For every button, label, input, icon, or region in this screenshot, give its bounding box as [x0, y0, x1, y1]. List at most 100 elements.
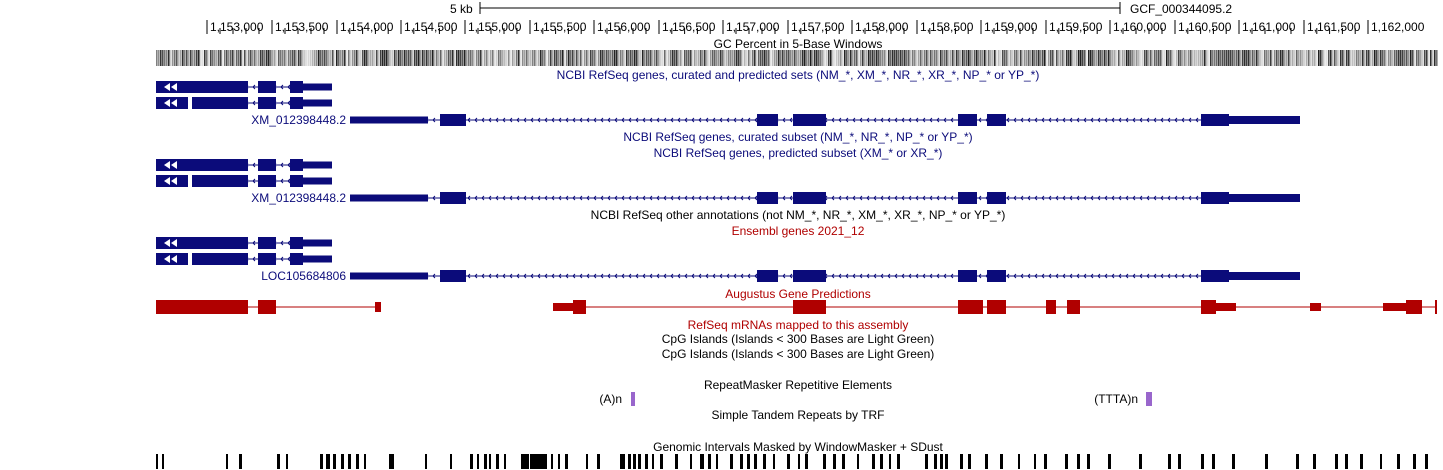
augustus-exon[interactable]	[793, 300, 826, 314]
augustus-exon[interactable]	[958, 300, 983, 314]
cpg-islands-track-title-2[interactable]: CpG Islands (Islands < 300 Bases are Lig…	[661, 347, 935, 361]
refseq-predicted-gene-exon[interactable]	[156, 159, 248, 171]
ensembl-track-title[interactable]: Ensembl genes 2021_12	[731, 224, 865, 238]
ensembl-gene-exon[interactable]	[350, 272, 428, 280]
windowmasker-interval[interactable]	[1232, 454, 1235, 469]
refseq-all-gene-exon[interactable]	[258, 81, 276, 93]
windowmasker-interval[interactable]	[558, 454, 560, 469]
windowmasker-interval[interactable]	[925, 454, 928, 469]
windowmasker-interval[interactable]	[747, 454, 750, 469]
refseq-all-gene-exon[interactable]	[1229, 116, 1300, 124]
refseq-all-gene-exon[interactable]	[290, 81, 303, 93]
windowmasker-interval[interactable]	[1265, 454, 1268, 469]
ensembl-gene-exon[interactable]	[757, 270, 778, 282]
refseq-predicted-gene-exon[interactable]	[958, 192, 977, 204]
windowmasker-interval[interactable]	[889, 454, 891, 469]
ensembl-gene-exon[interactable]	[156, 237, 248, 249]
windowmasker-interval[interactable]	[239, 454, 242, 469]
windowmasker-interval[interactable]	[364, 454, 366, 469]
windowmasker-interval[interactable]	[1397, 454, 1400, 469]
windowmasker-interval[interactable]	[968, 454, 971, 469]
augustus-exon[interactable]	[258, 300, 276, 314]
augustus-exon[interactable]	[1406, 300, 1422, 314]
augustus-exon[interactable]	[1046, 300, 1056, 314]
windowmasker-interval[interactable]	[787, 454, 790, 469]
windowmasker-interval[interactable]	[934, 454, 937, 469]
windowmasker-interval[interactable]	[356, 454, 359, 469]
refseq-all-gene-exon[interactable]	[156, 81, 248, 93]
augustus-track-title[interactable]: Augustus Gene Predictions	[725, 287, 871, 301]
windowmasker-interval[interactable]	[1345, 454, 1348, 469]
refseq-predicted-gene-exon[interactable]	[350, 194, 428, 202]
windowmasker-interval[interactable]	[162, 454, 164, 469]
refseq-all-gene-exon[interactable]	[303, 83, 332, 91]
windowmasker-interval[interactable]	[551, 454, 553, 469]
windowmasker-interval[interactable]	[489, 454, 491, 469]
windowmasker-interval[interactable]	[798, 454, 800, 469]
refseq-all-gene-exon[interactable]	[1201, 114, 1229, 126]
ensembl-gene-exon[interactable]	[303, 239, 332, 247]
windowmasker-interval[interactable]	[1296, 454, 1299, 469]
refseq-all-gene-label[interactable]: XM_012398448.2	[251, 113, 346, 127]
windowmasker-interval[interactable]	[660, 454, 663, 469]
refseq-predicted-gene-exon[interactable]	[440, 192, 466, 204]
windowmasker-interval[interactable]	[1413, 454, 1416, 469]
windowmasker-interval[interactable]	[675, 454, 678, 469]
windowmasker-interval[interactable]	[1108, 454, 1111, 469]
windowmasker-interval[interactable]	[645, 454, 648, 469]
windowmasker-interval[interactable]	[690, 454, 692, 469]
ensembl-gene-label[interactable]: LOC105684806	[261, 269, 346, 283]
windowmasker-interval[interactable]	[1201, 454, 1204, 469]
repeat-element[interactable]	[631, 392, 635, 406]
windowmasker-interval[interactable]	[638, 454, 641, 469]
windowmasker-interval[interactable]	[226, 454, 228, 469]
cpg-islands-track-title[interactable]: CpG Islands (Islands < 300 Bases are Lig…	[661, 332, 935, 346]
augustus-exon[interactable]	[553, 303, 573, 311]
augustus-exon[interactable]	[573, 300, 586, 314]
refseq-all-gene-exon[interactable]	[793, 114, 826, 126]
windowmasker-interval[interactable]	[633, 454, 636, 469]
augustus-exon[interactable]	[1216, 303, 1236, 311]
refseq-predicted-gene-exon[interactable]	[156, 175, 248, 187]
refseq-all-gene-exon[interactable]	[987, 114, 1006, 126]
ensembl-gene-exon[interactable]	[440, 270, 466, 282]
simple-repeats-track-title[interactable]: Simple Tandem Repeats by TRF	[711, 408, 885, 422]
ensembl-gene-exon[interactable]	[1201, 270, 1229, 282]
refseq-predicted-gene-exon[interactable]	[793, 192, 826, 204]
repeat-label-an[interactable]: (A)n	[599, 392, 622, 406]
refseq-predicted-track-title[interactable]: NCBI RefSeq genes, predicted subset (XM_…	[653, 146, 943, 160]
windowmasker-interval[interactable]	[708, 454, 711, 469]
windowmasker-interval[interactable]	[504, 454, 506, 469]
windowmasker-interval[interactable]	[940, 454, 943, 469]
windowmasker-interval[interactable]	[277, 454, 280, 469]
windowmasker-interval[interactable]	[1178, 454, 1181, 469]
windowmasker-interval[interactable]	[1034, 454, 1036, 469]
augustus-exon[interactable]	[1310, 303, 1321, 311]
windowmasker-interval[interactable]	[1335, 454, 1338, 469]
windowmasker-interval[interactable]	[763, 454, 766, 469]
refseq-predicted-gene-exon[interactable]	[303, 177, 332, 185]
windowmasker-interval[interactable]	[389, 454, 394, 469]
refseq-mrna-track-title[interactable]: RefSeq mRNAs mapped to this assembly	[687, 318, 909, 332]
ensembl-gene-exon[interactable]	[290, 253, 303, 265]
windowmasker-interval[interactable]	[773, 454, 775, 469]
windowmasker-interval[interactable]	[960, 454, 963, 469]
windowmasker-interval[interactable]	[1380, 454, 1382, 469]
augustus-exon[interactable]	[1067, 300, 1080, 314]
windowmasker-interval[interactable]	[565, 454, 568, 469]
refseq-all-track-title[interactable]: NCBI RefSeq genes, curated and predicted…	[556, 68, 1040, 82]
windowmasker-interval[interactable]	[716, 454, 718, 469]
windowmasker-interval[interactable]	[740, 454, 743, 469]
windowmasker-interval[interactable]	[652, 454, 654, 469]
windowmasker-interval[interactable]	[805, 454, 808, 469]
windowmasker-interval[interactable]	[348, 454, 351, 469]
augustus-exon[interactable]	[987, 300, 1006, 314]
windowmasker-interval[interactable]	[326, 454, 330, 469]
refseq-all-gene-exon[interactable]	[156, 97, 248, 109]
windowmasker-interval[interactable]	[833, 454, 836, 469]
refseq-curated-track-title[interactable]: NCBI RefSeq genes, curated subset (NM_*,…	[623, 130, 973, 144]
windowmasker-interval[interactable]	[1168, 454, 1171, 469]
refseq-all-gene-exon[interactable]	[290, 97, 303, 109]
windowmasker-interval[interactable]	[985, 454, 988, 469]
windowmasker-interval[interactable]	[1212, 454, 1215, 469]
